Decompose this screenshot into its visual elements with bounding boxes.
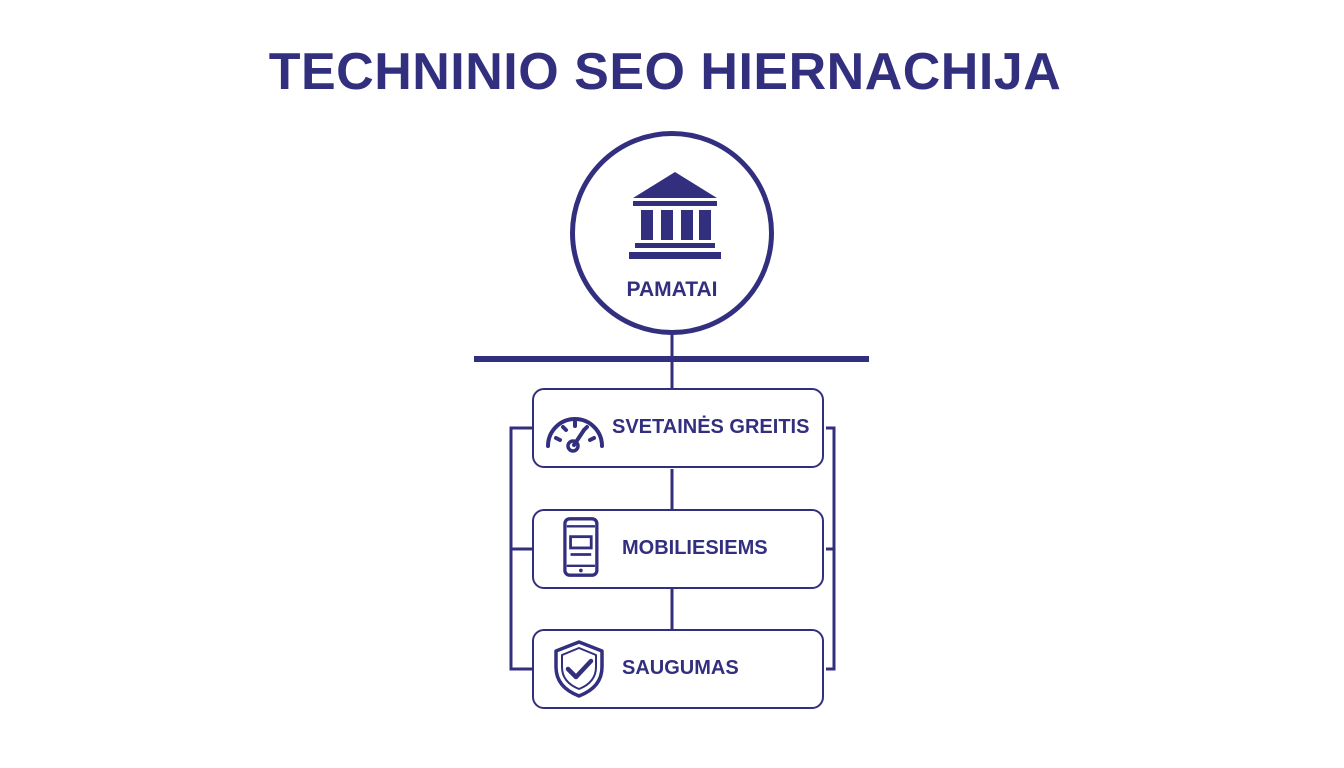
- smartphone-icon: [563, 517, 599, 577]
- node-label-site-speed: SVETAINĖS GREITIS: [612, 416, 810, 438]
- speedometer-icon: [546, 417, 604, 453]
- shield-check-icon: [554, 640, 604, 698]
- node-label-security: SAUGUMAS: [622, 657, 739, 679]
- node-security: SAUGUMAS: [532, 629, 824, 709]
- node-site-speed: SVETAINĖS GREITIS: [532, 388, 824, 468]
- bank-building-icon: [629, 172, 721, 259]
- node-mobile: MOBILIESIEMS: [532, 509, 824, 589]
- root-label: PAMATAI: [626, 278, 718, 301]
- node-label-mobile: MOBILIESIEMS: [622, 537, 768, 559]
- diagram-title: TECHNINIO SEO HIERNACHIJA: [268, 43, 1062, 101]
- root-node: PAMATAI: [570, 131, 774, 335]
